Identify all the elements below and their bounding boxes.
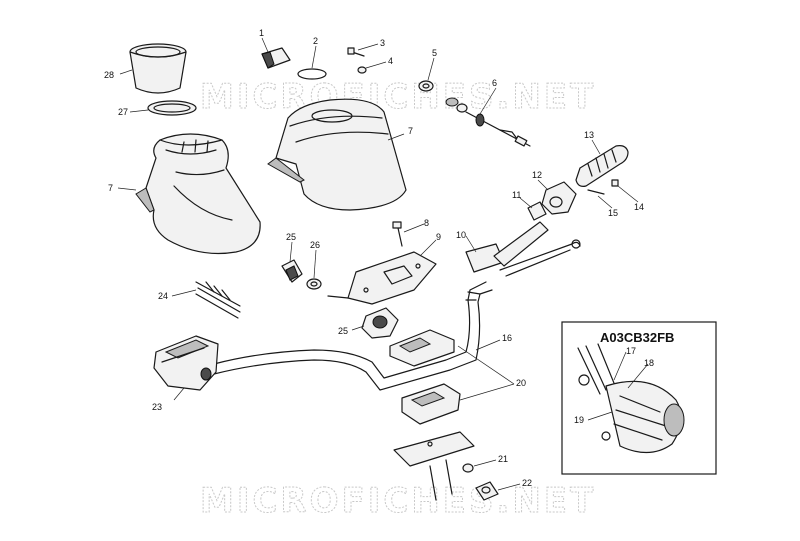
callout-25-upper: 25 — [286, 232, 296, 242]
part-mount-plate — [393, 431, 475, 501]
part-8-bolt — [392, 221, 403, 247]
callout-16: 16 — [502, 333, 512, 343]
part-23-control-switch — [153, 335, 219, 391]
callout-2: 2 — [313, 36, 318, 46]
inset-detail-box: A03CB32FB — [561, 321, 717, 475]
watermark-bottom: MICROFICHES.NET — [200, 481, 596, 521]
part-24-decal — [195, 281, 241, 319]
part-7-right-cover — [267, 98, 407, 211]
part-12-throttle-housing — [541, 181, 577, 215]
part-27-ring — [147, 100, 197, 116]
part-28-cap-ring — [129, 43, 187, 94]
part-26-nut — [306, 278, 322, 290]
callout-24: 24 — [158, 291, 168, 301]
callout-5: 5 — [432, 48, 437, 58]
callout-4: 4 — [388, 56, 393, 66]
callout-28: 28 — [104, 70, 114, 80]
part-13-hand-grip — [575, 145, 629, 187]
callout-10: 10 — [456, 230, 466, 240]
part-5-nut — [418, 80, 434, 92]
callout-8: 8 — [424, 218, 429, 228]
callout-21: 21 — [498, 454, 508, 464]
callout-6: 6 — [492, 78, 497, 88]
callout-7-right: 7 — [408, 126, 413, 136]
leader-lines — [117, 37, 649, 491]
part-15-screw — [587, 189, 605, 195]
callout-9: 9 — [436, 232, 441, 242]
part-2-seal — [297, 68, 327, 80]
callout-11: 11 — [512, 190, 521, 200]
callout-3: 3 — [380, 38, 385, 48]
part-22-clip — [475, 481, 499, 501]
callout-labels: 1 2 3 4 5 6 7 7 8 9 10 11 12 13 14 15 16… — [104, 28, 654, 488]
callout-1: 1 — [259, 28, 264, 38]
callout-25-lower: 25 — [338, 326, 348, 336]
part-1-bracket — [261, 47, 291, 69]
part-16-handlebar — [213, 281, 493, 391]
part-3-screw — [347, 47, 365, 57]
callout-27: 27 — [118, 107, 128, 117]
callout-17: 17 — [626, 346, 636, 356]
part-20-upper-clamp — [389, 329, 455, 367]
callout-26: 26 — [310, 240, 320, 250]
part-10-master-cylinder — [465, 221, 581, 277]
callout-19: 19 — [574, 415, 584, 425]
callout-22: 22 — [522, 478, 532, 488]
part-21-nut — [462, 463, 474, 473]
watermark-top: MICROFICHES.NET — [200, 77, 596, 117]
part-14-screw — [611, 179, 619, 187]
callout-13: 13 — [584, 130, 594, 140]
callout-7-left: 7 — [108, 183, 113, 193]
callout-15: 15 — [608, 208, 618, 218]
part-7-left-cover — [135, 133, 261, 255]
part-25-switch-lower — [361, 307, 399, 339]
part-9-bracket-plate — [327, 251, 437, 305]
part-6-shaft-assembly — [445, 97, 531, 147]
inset-title: A03CB32FB — [600, 330, 674, 345]
callout-12: 12 — [532, 170, 542, 180]
part-4-washer — [357, 66, 367, 74]
part-25-knob-upper — [281, 259, 303, 283]
part-11-lever-pivot — [527, 201, 547, 221]
callout-18: 18 — [644, 358, 654, 368]
callout-20: 20 — [516, 378, 526, 388]
callout-14: 14 — [634, 202, 644, 212]
part-20-lower-clamp — [401, 383, 461, 425]
callout-23: 23 — [152, 402, 162, 412]
